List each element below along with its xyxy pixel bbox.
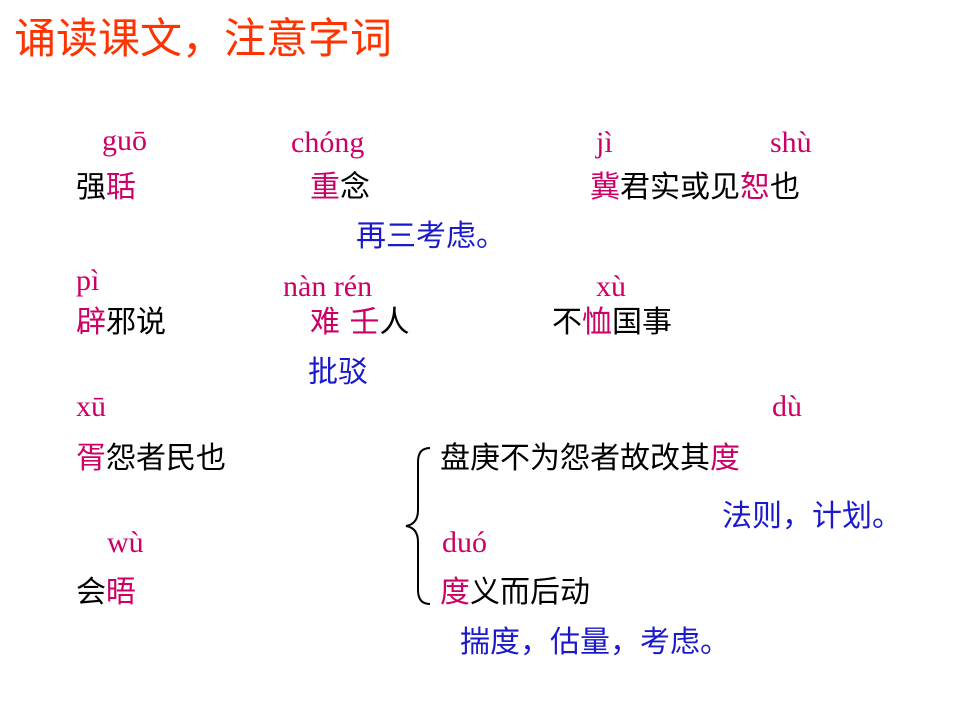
highlighted-char: 胥 xyxy=(76,441,106,476)
highlighted-char: 重 xyxy=(310,170,340,205)
pinyin-pi: pì xyxy=(76,264,100,297)
word-part: 邪说 xyxy=(106,305,166,340)
highlighted-char: 辟 xyxy=(76,305,106,340)
definition-chongnian: 再三考虑。 xyxy=(356,219,506,254)
pinyin-xu-min: xū xyxy=(76,390,106,423)
word-xuyuan: 胥怨者民也 xyxy=(76,444,226,474)
word-part: 义而后动 xyxy=(470,575,590,610)
word-chongnian: 重念 xyxy=(310,173,370,203)
pinyin-du: dù xyxy=(772,390,802,423)
word-qiangguo: 强聒 xyxy=(76,173,136,203)
highlighted-char: 度 xyxy=(440,575,470,610)
word-huiwu: 会晤 xyxy=(76,578,136,608)
highlighted-char: 恤 xyxy=(582,305,612,340)
word-part: 强 xyxy=(76,170,106,205)
word-gaiqidu: 盘庚不为怨者故改其度 xyxy=(440,444,740,474)
word-pixie: 辟邪说 xyxy=(76,308,166,338)
highlighted-char: 难 xyxy=(310,305,340,340)
pinyin-chong: chóng xyxy=(291,126,365,159)
word-part: 不 xyxy=(552,305,582,340)
highlighted-char: 聒 xyxy=(106,170,136,205)
pinyin-duo: duó xyxy=(442,526,487,559)
highlighted-char: 壬 xyxy=(349,305,380,340)
definition-nanren: 批驳 xyxy=(308,355,368,390)
definition-duo: 揣度，估量，考虑。 xyxy=(460,625,730,660)
pinyin-guo: guō xyxy=(102,124,147,157)
pinyin-ji: jì xyxy=(596,126,613,159)
word-part: 盘庚不为怨者故改其 xyxy=(440,441,710,476)
word-nanren: 难 壬人 xyxy=(310,308,410,338)
definition-du: 法则，计划。 xyxy=(722,499,902,534)
word-part: 怨者民也 xyxy=(106,441,226,476)
word-duoyi: 度义而后动 xyxy=(440,578,590,608)
pinyin-shu: shù xyxy=(770,126,812,159)
pinyin-wu: wù xyxy=(107,526,144,559)
word-part: 人 xyxy=(379,305,410,340)
word-part: 君实或见 xyxy=(620,170,740,205)
curly-brace-icon xyxy=(405,447,431,605)
word-part: 念 xyxy=(340,170,370,205)
pinyin-xu-shi: xù xyxy=(596,270,626,303)
word-part: 会 xyxy=(76,575,106,610)
highlighted-char: 冀 xyxy=(590,170,620,205)
word-jijun: 冀君实或见恕也 xyxy=(590,173,800,203)
highlighted-char: 度 xyxy=(710,441,740,476)
word-part xyxy=(340,305,350,340)
word-buxu: 不恤国事 xyxy=(552,308,672,338)
page-title: 诵读课文，注意字词 xyxy=(14,14,393,63)
word-part: 国事 xyxy=(612,305,672,340)
pinyin-nanren: nàn rén xyxy=(283,270,373,303)
word-part: 也 xyxy=(770,170,800,205)
highlighted-char: 恕 xyxy=(740,170,770,205)
highlighted-char: 晤 xyxy=(106,575,136,610)
